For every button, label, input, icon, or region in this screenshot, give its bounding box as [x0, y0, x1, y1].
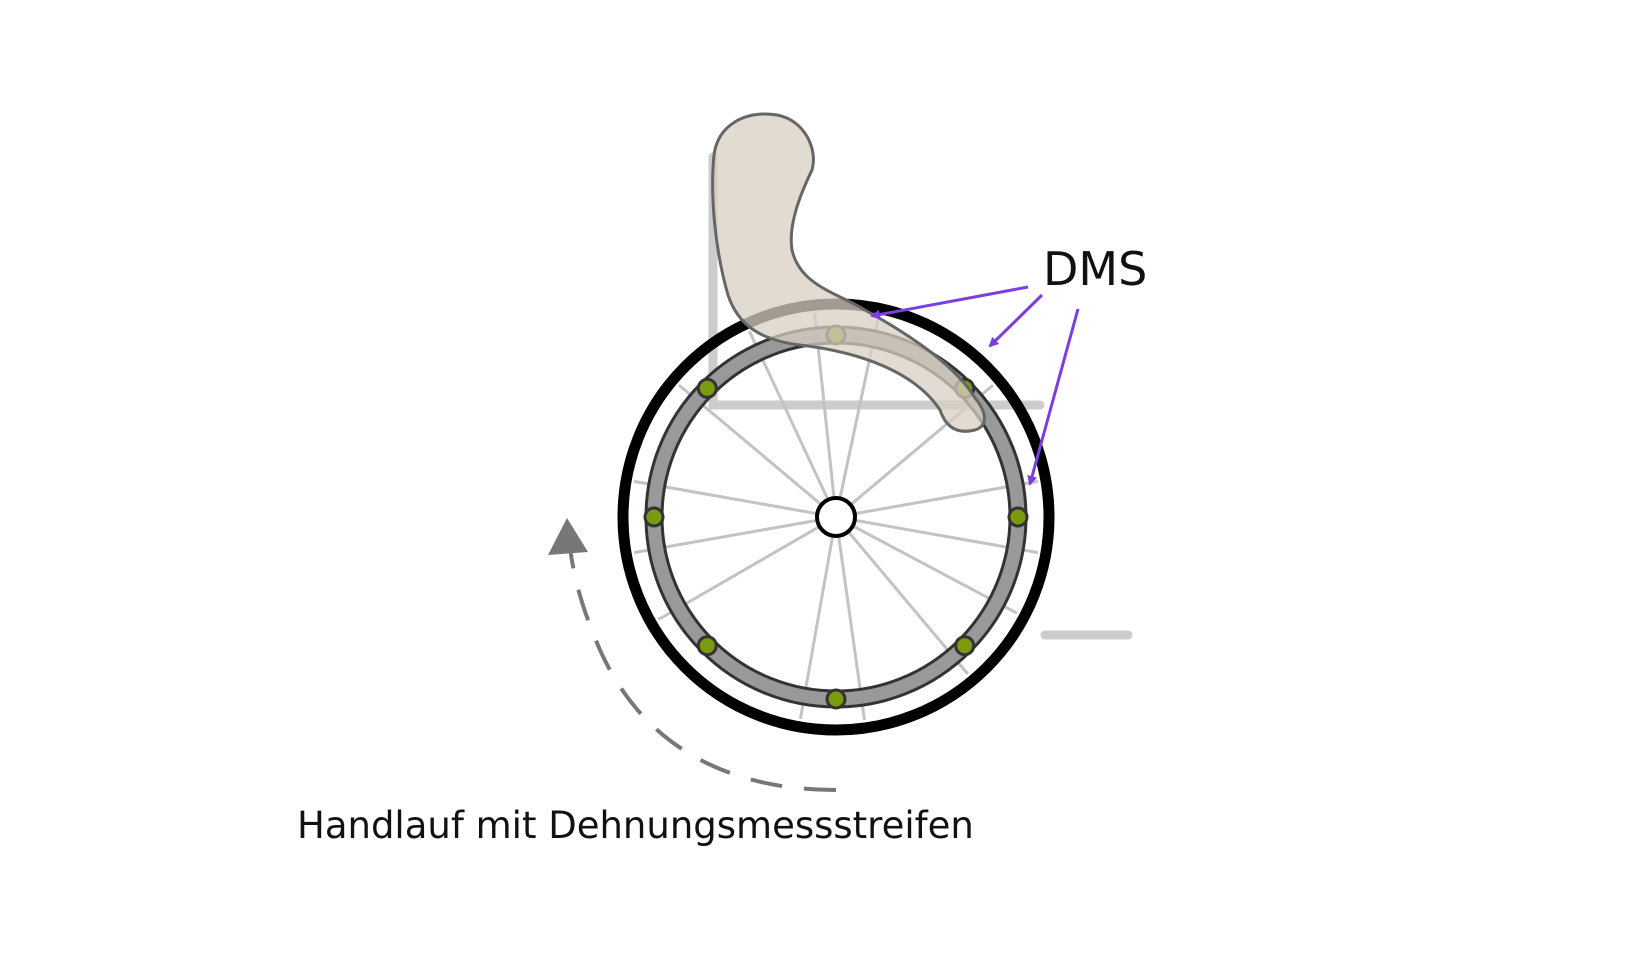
- spoke: [835, 515, 1039, 555]
- strain-gauge-dot: [696, 635, 718, 657]
- strain-gauge-dot: [643, 506, 665, 528]
- spoke: [835, 515, 1018, 615]
- strain-gauge-dot: [954, 635, 976, 657]
- strain-gauge-dot: [696, 377, 718, 399]
- rotation-arrowhead: [548, 518, 588, 555]
- dms-pointer-arrows: [870, 285, 1080, 486]
- curved-dashed-arrow-icon: [548, 518, 837, 792]
- backrest-post: [708, 152, 1045, 410]
- wheel-hub: [815, 496, 857, 538]
- rotation-arc: [568, 547, 837, 792]
- wheelchair-frame: [708, 152, 1133, 640]
- spoke: [633, 479, 837, 519]
- spoke: [678, 384, 837, 519]
- dms-label: DMS: [1043, 242, 1147, 296]
- spoke: [748, 330, 838, 518]
- hand-gripping-rim-icon: [711, 112, 986, 433]
- spoke: [798, 516, 838, 720]
- dms-arrow-top: [870, 285, 1029, 320]
- dms-arrow-right: [1027, 308, 1080, 486]
- spoke: [633, 515, 837, 555]
- spoke: [834, 516, 969, 675]
- caption: Handlauf mit Dehnungsmessstreifen: [297, 804, 974, 847]
- spoke: [657, 515, 837, 621]
- dms-arrow-upper-right: [988, 293, 1044, 348]
- wheel-spokes: [633, 312, 1039, 721]
- strain-gauge-dot: [1007, 506, 1029, 528]
- spoke: [835, 479, 1039, 519]
- spoke: [834, 516, 866, 721]
- strain-gauge-dot: [825, 688, 847, 710]
